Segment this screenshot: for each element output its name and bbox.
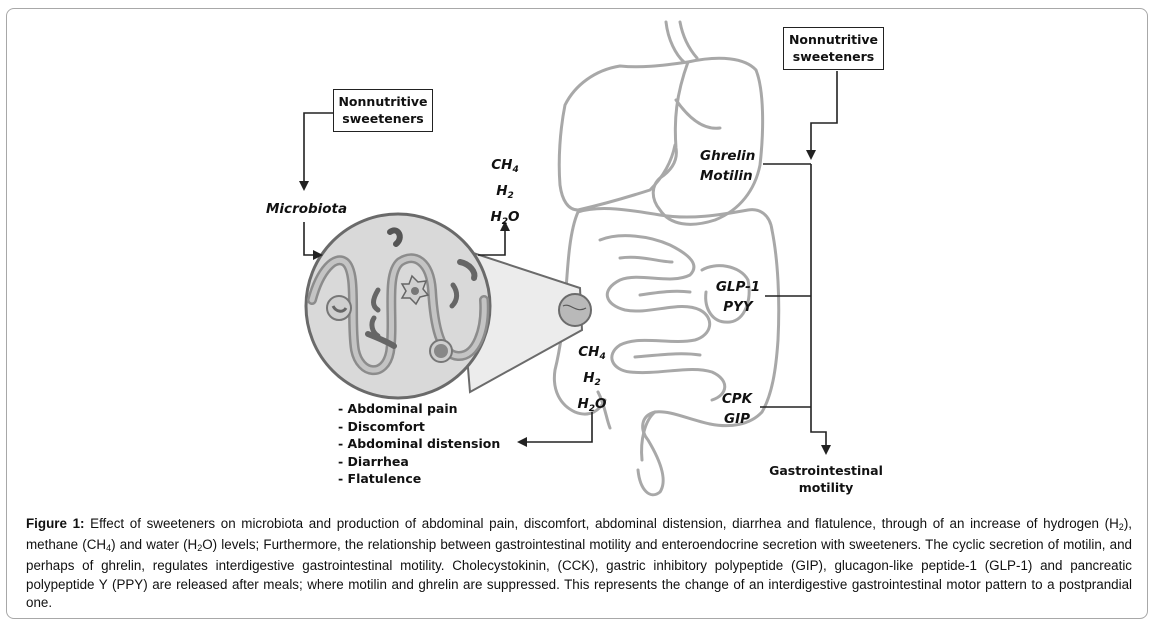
digestive-system-illustration bbox=[552, 20, 781, 497]
box-left-line-2: sweeteners bbox=[342, 111, 424, 126]
cpk-text: CPK bbox=[721, 391, 753, 407]
symptom-item: - Discomfort bbox=[338, 418, 425, 434]
nonnutritive-sweeteners-box-left: Nonnutritive sweeteners bbox=[333, 89, 433, 132]
esophagus-outline bbox=[664, 20, 699, 64]
symptom-item: - Abdominal pain bbox=[338, 401, 458, 416]
connector-lines bbox=[299, 71, 838, 455]
figure-caption: Figure 1: Effect of sweeteners on microb… bbox=[26, 516, 1132, 610]
symptom-item: - Flatulence bbox=[338, 471, 422, 486]
hormone-bus-line bbox=[810, 164, 831, 455]
liver-outline bbox=[557, 60, 690, 212]
gases-bottom-label: CH4 H2 H2O bbox=[577, 344, 607, 414]
bacterium-3 bbox=[371, 287, 381, 313]
small-intestine-loops bbox=[598, 234, 727, 402]
nonnutritive-sweeteners-box-right: Nonnutritive sweeteners bbox=[783, 27, 884, 70]
cpk-gip-label: CPK GIP bbox=[717, 389, 757, 429]
colon-transverse bbox=[576, 207, 774, 232]
box-left-line-1: Nonnutritive bbox=[338, 94, 428, 109]
cell-round-2-icon bbox=[429, 339, 453, 363]
ghrelin-motilin-label: Ghrelin Motilin bbox=[700, 146, 755, 186]
arrow-lumen-to-gases bbox=[478, 221, 510, 256]
colon-descending bbox=[708, 228, 781, 428]
bacterium-1 bbox=[387, 227, 403, 247]
arrow-gases-to-symptoms bbox=[517, 412, 593, 447]
gastrointestinal-motility-label: Gastrointestinal motility bbox=[769, 463, 883, 495]
arrow-sweeteners-to-microbiota bbox=[299, 112, 333, 191]
caption-label: Figure 1: bbox=[26, 516, 85, 531]
stomach-fold bbox=[674, 98, 722, 130]
magnified-intestinal-lumen-icon bbox=[304, 212, 492, 400]
magnifier-cone bbox=[456, 246, 592, 394]
symptom-item: - Abdominal distension bbox=[338, 436, 501, 451]
lens-origin-circle bbox=[558, 293, 592, 327]
cell-round-1-icon bbox=[326, 295, 352, 321]
rectum bbox=[640, 410, 657, 462]
bacterium-2 bbox=[457, 259, 478, 281]
colon-ascending bbox=[552, 210, 607, 416]
box-right-line-1: Nonnutritive bbox=[788, 32, 879, 47]
figure-panel bbox=[6, 8, 1148, 619]
box-right-line-2: sweeteners bbox=[792, 49, 875, 64]
bacterium-4 bbox=[449, 282, 460, 309]
glp1-loop bbox=[700, 264, 751, 324]
sigmoid-colon bbox=[636, 410, 712, 497]
stomach-outline bbox=[651, 56, 765, 226]
symptom-item: - Diarrhea bbox=[338, 453, 409, 469]
microbiota-label: Microbiota bbox=[266, 201, 348, 217]
appendix bbox=[596, 390, 612, 430]
ghrelin-text: Ghrelin bbox=[700, 148, 756, 164]
glp1-text: GLP-1 bbox=[715, 279, 761, 295]
small-intestine-inner bbox=[618, 255, 702, 359]
cell-star-icon bbox=[400, 274, 430, 306]
gip-text: GIP bbox=[724, 411, 750, 427]
arrow-sweeteners-to-hormones bbox=[806, 71, 838, 160]
pyy-text: PYY bbox=[723, 299, 753, 315]
glp1-pyy-label: GLP-1 PYY bbox=[713, 277, 763, 317]
bacterium-6 bbox=[365, 331, 397, 349]
symptoms-list: - Abdominal pain - Discomfort - Abdomina… bbox=[338, 400, 500, 488]
gases-top-label: CH4 H2 H2O bbox=[490, 157, 520, 227]
arrow-microbiota-to-lumen bbox=[303, 222, 323, 260]
motilin-text: Motilin bbox=[700, 168, 753, 184]
